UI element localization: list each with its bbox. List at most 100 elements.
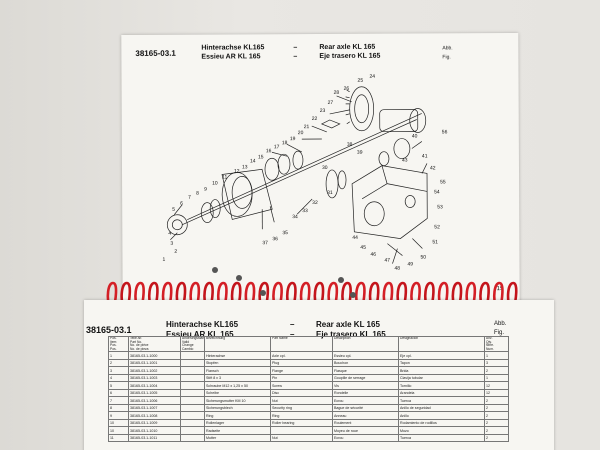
table-cell: 2 [484, 403, 509, 413]
table-cell: Eje cpl. [398, 351, 485, 360]
callout-number: 25 [358, 78, 364, 84]
column-header: Description [332, 335, 399, 353]
column-header: Part Name [270, 335, 333, 353]
german-title: Hinterachse KL165 [166, 320, 239, 329]
table-cell: Rondelle [332, 388, 399, 398]
hub-flange-inner [231, 176, 253, 209]
callout-number: 32 [312, 200, 318, 206]
wheel-bearing [166, 214, 188, 236]
table-cell: Plug [270, 358, 333, 368]
axle-shaft-line [182, 119, 417, 226]
upper-catalog-page: 38165-03.1 Hinterachse KL165 Essieu AR K… [121, 32, 520, 308]
table-cell: Ecrou [332, 433, 399, 443]
table-cell: Ring [204, 411, 271, 420]
seal-ring [209, 199, 221, 218]
table-cell: 10 [108, 418, 129, 428]
table-cell: 38165-03.1-1004 [128, 381, 181, 390]
table-cell [180, 373, 205, 383]
column-header: Bezeichnung [204, 335, 271, 353]
callout-number: 15 [258, 154, 264, 160]
crown-gear [349, 86, 375, 132]
table-cell [180, 403, 205, 413]
callout-number: 36 [272, 236, 278, 242]
callout-number: 39 [357, 150, 363, 156]
table-cell: 5 [108, 381, 129, 390]
table-cell: Brida [398, 366, 485, 375]
middle-gear [325, 169, 339, 199]
table-cell [180, 381, 205, 390]
table-cell: 12 [484, 388, 509, 398]
bearing-block [320, 119, 341, 129]
callout-number: 23 [320, 108, 326, 114]
table-cell [180, 411, 205, 420]
table-cell: Flange [270, 366, 333, 375]
table-cell: 38165-03.1-1009 [128, 418, 181, 428]
table-cell: 1 [484, 351, 509, 360]
callout-number: 14 [250, 158, 256, 164]
table-cell: 2 [484, 418, 509, 428]
differential-cap [409, 108, 427, 133]
table-cell: Nut [270, 433, 333, 443]
callout-leaders [170, 95, 428, 264]
table-cell: Sicherungsblech [204, 403, 271, 413]
callout-number: 45 [360, 245, 366, 251]
table-cell: Stopfen [204, 358, 271, 368]
french-title: Essieu AR KL 165 [166, 330, 234, 339]
callout-number: 10 [212, 181, 218, 187]
table-cell: 38165-03.1-1000 [128, 351, 181, 360]
callout-number: 26 [344, 86, 350, 92]
callout-number: 7 [188, 195, 191, 201]
callout-number: 56 [442, 129, 448, 135]
table-cell: 9 [108, 411, 129, 420]
table-cell: 38165-03.1-1008 [128, 411, 181, 420]
table-cell: Essieu cpl. [332, 351, 399, 360]
seal-ring [200, 202, 214, 223]
part-group-number: 38165-03.1 [86, 325, 132, 335]
table-cell: 38165-03.1-1001 [128, 358, 181, 368]
punch-hole [212, 267, 218, 273]
fig-label: Fig. [494, 330, 505, 336]
callout-number: 48 [395, 266, 401, 272]
table-cell: 2 [484, 411, 509, 420]
callout-number: 20 [298, 130, 304, 136]
table-cell: Tapon [398, 358, 485, 368]
callout-number: 2 [174, 249, 177, 255]
callout-number: 42 [430, 165, 436, 171]
table-cell: 1 [484, 373, 509, 383]
spanish-title: Eje trasero KL 165 [316, 330, 386, 339]
table-cell: Pin [270, 373, 333, 383]
table-cell: Tuerca [398, 433, 485, 443]
callout-number: 30 [322, 165, 328, 171]
table-cell: Tuerca [398, 396, 485, 405]
callout-number: 22 [312, 116, 318, 122]
table-cell: 2 [484, 396, 509, 405]
bearing-ring [292, 150, 304, 170]
callout-number: 19 [290, 136, 296, 142]
callout-number: 47 [384, 258, 390, 264]
table-cell: 1 [108, 351, 129, 360]
table-cell: Radseite [204, 426, 271, 435]
callout-number: 44 [352, 235, 358, 241]
table-cell [180, 426, 205, 435]
table-cell: 2 [484, 433, 509, 443]
callout-number: 17 [274, 144, 280, 150]
table-cell: 38165-03.1-1005 [128, 388, 181, 398]
bearing-ring [264, 157, 280, 181]
callout-number: 33 [302, 208, 308, 214]
table-cell: 10 [108, 426, 129, 435]
housing-bore [404, 195, 416, 208]
table-cell: Mozo [398, 426, 485, 435]
callout-number: 53 [437, 204, 443, 210]
table-cell: Roulement [332, 418, 399, 428]
table-cell: Ecrou [332, 396, 399, 405]
